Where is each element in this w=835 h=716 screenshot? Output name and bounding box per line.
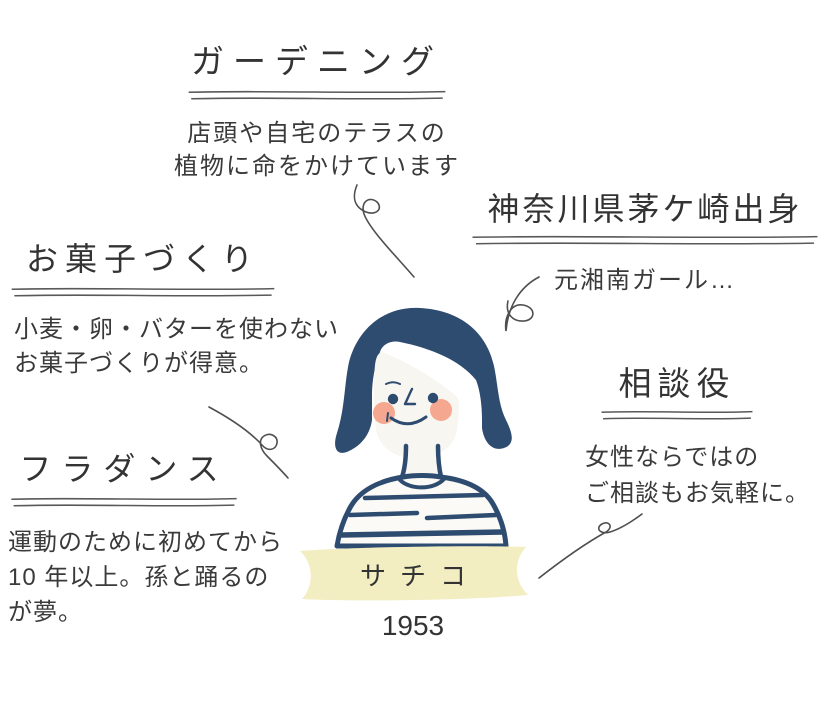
hand-drawn-underline — [9, 496, 239, 509]
description-line: が夢。 — [8, 599, 83, 627]
shirt-stripe — [362, 492, 486, 501]
description-line: 運動のために初めてから — [8, 529, 283, 557]
description-line: 元湘南ガール… — [554, 267, 736, 295]
neck — [402, 448, 442, 478]
collar — [398, 477, 446, 490]
section-gardening: ガーデニング 店頭や自宅のテラスの 植物に命をかけています — [158, 42, 476, 183]
hair — [335, 307, 512, 453]
description-line: 植物に命をかけています — [174, 152, 460, 180]
face — [373, 352, 459, 458]
cheek-left — [373, 402, 395, 424]
section-sweets: お菓子づくり 小麦・卵・バターを使わない お菓子づくりが得意。 — [8, 240, 358, 381]
section-title: お菓子づくり — [25, 241, 260, 277]
section-hometown: 神奈川県茅ケ崎出身 元湘南ガール… — [465, 190, 825, 295]
squiggle-advisor — [538, 513, 643, 579]
eyebrow — [385, 381, 401, 385]
cheek-right — [430, 399, 452, 421]
mouth — [389, 415, 428, 426]
description-line: 店頭や自宅のテラスの — [187, 119, 447, 147]
description-line: お菓子づくりが得意。 — [14, 350, 264, 378]
section-description: 女性ならではの ご相談もお気軽に。 — [585, 440, 825, 512]
shirt — [334, 473, 509, 549]
hand-drawn-underline — [469, 234, 821, 247]
section-description: 元湘南ガール… — [465, 260, 825, 295]
eye-left — [387, 393, 399, 405]
section-title: 相談役 — [618, 365, 736, 402]
hand-drawn-underline — [9, 286, 277, 299]
section-advisor: 相談役 女性ならではの ご相談もお気軽に。 — [585, 364, 825, 512]
squiggle-gardening — [353, 184, 415, 278]
hand-drawn-underline — [186, 89, 448, 102]
section-description: 運動のために初めてから 10 年以上。孫と踊るの が夢。 — [8, 525, 318, 630]
nose — [403, 387, 417, 406]
section-title: ガーデニング — [191, 43, 443, 80]
section-description: 小麦・卵・バターを使わない お菓子づくりが得意。 — [14, 313, 358, 381]
description-line: ご相談もお気軽に。 — [585, 479, 810, 507]
description-line: 女性ならではの — [585, 443, 760, 471]
description-line: 10 年以上。孫と踊るの — [8, 564, 270, 592]
shirt-stripe — [339, 529, 506, 538]
description-line: 小麦・卵・バターを使わない — [14, 316, 339, 344]
section-title: 神奈川県茅ケ崎出身 — [487, 191, 803, 227]
section-description: 店頭や自宅のテラスの 植物に命をかけています — [158, 117, 476, 183]
shirt-stripe — [424, 512, 499, 521]
birth-year: 1953 — [381, 610, 445, 641]
mole — [386, 412, 389, 422]
section-hula: フラダンス 運動のために初めてから 10 年以上。孫と踊るの が夢。 — [8, 450, 318, 630]
shirt-stripe — [347, 510, 420, 518]
section-title: フラダンス — [19, 451, 229, 487]
profile-name: サチコ — [359, 561, 480, 591]
eye-right — [427, 392, 439, 404]
hand-drawn-underline — [600, 409, 754, 422]
